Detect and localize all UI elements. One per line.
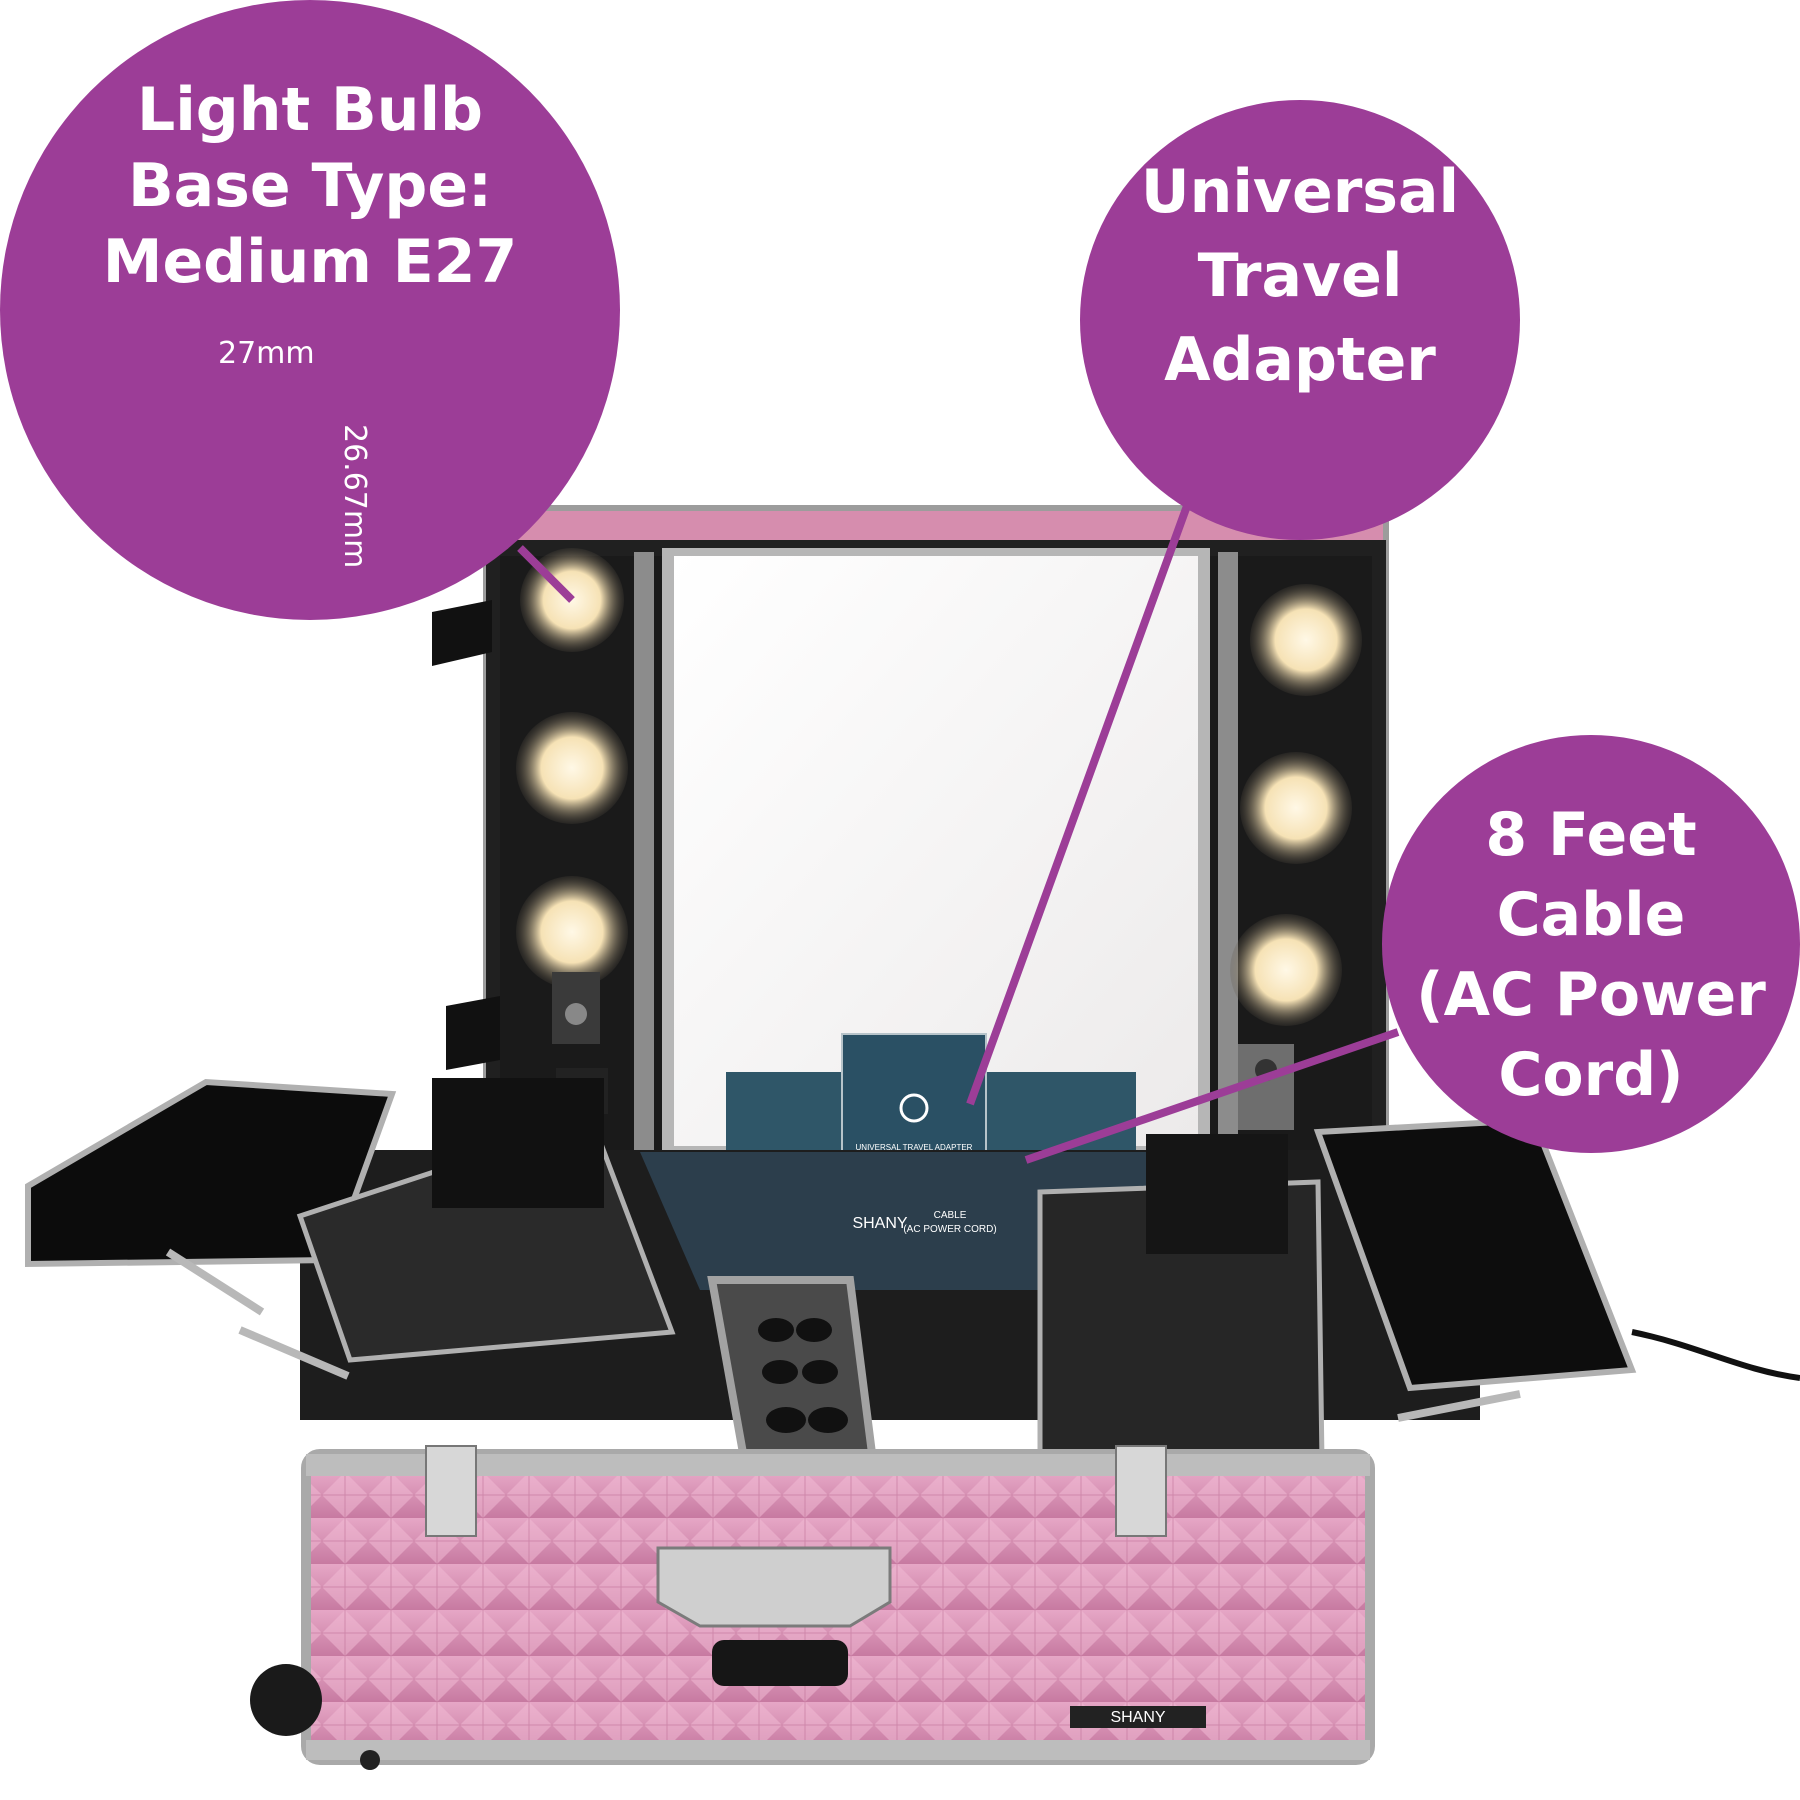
- callout-travel-adapter: Universal Travel Adapter: [1080, 100, 1520, 540]
- callout-cable-text: 8 Feet Cable (AC Power Cord): [1416, 795, 1766, 1115]
- left-trays: [25, 1078, 676, 1380]
- callout-adapter-line-3: Adapter: [1164, 325, 1436, 395]
- bulb-width-label: 27mm: [218, 336, 315, 371]
- side-handles: [432, 600, 500, 1070]
- callout-bulb-text: Light Bulb Base Type: Medium E27: [103, 72, 518, 300]
- callout-cable-line-1: 8 Feet: [1485, 800, 1697, 870]
- callout-cable-line-3: (AC Power: [1416, 960, 1766, 1030]
- callout-cable-line-2: Cable: [1496, 880, 1686, 950]
- cable-card-subtitle: (AC POWER CORD): [903, 1224, 996, 1235]
- callout-bulb-line-3: Medium E27: [102, 227, 518, 297]
- adapter-box-title: UNIVERSAL TRAVEL ADAPTER: [856, 1143, 973, 1152]
- callout-cable-line-4: Cord): [1498, 1040, 1684, 1110]
- bulb-height-label: 26.67mm: [337, 424, 372, 569]
- cable-card-brand: SHANY: [852, 1215, 907, 1232]
- cable-card-title: CABLE: [934, 1210, 967, 1221]
- callout-bulb-line-2: Base Type:: [127, 151, 493, 221]
- callout-adapter-line-1: Universal: [1140, 157, 1460, 227]
- callout-adapter-text: Universal Travel Adapter: [1141, 150, 1459, 402]
- callout-bulb-base: Light Bulb Base Type: Medium E27: [0, 0, 620, 620]
- right-trays: [1037, 1116, 1800, 1465]
- callout-power-cable: 8 Feet Cable (AC Power Cord): [1382, 735, 1800, 1153]
- callout-leader-lines: [517, 446, 1400, 1164]
- callout-bulb-line-1: Light Bulb: [137, 75, 483, 145]
- callout-adapter-line-2: Travel: [1197, 241, 1403, 311]
- case-body: SHANY: [250, 1445, 1375, 1770]
- brand-logo: SHANY: [1110, 1709, 1165, 1726]
